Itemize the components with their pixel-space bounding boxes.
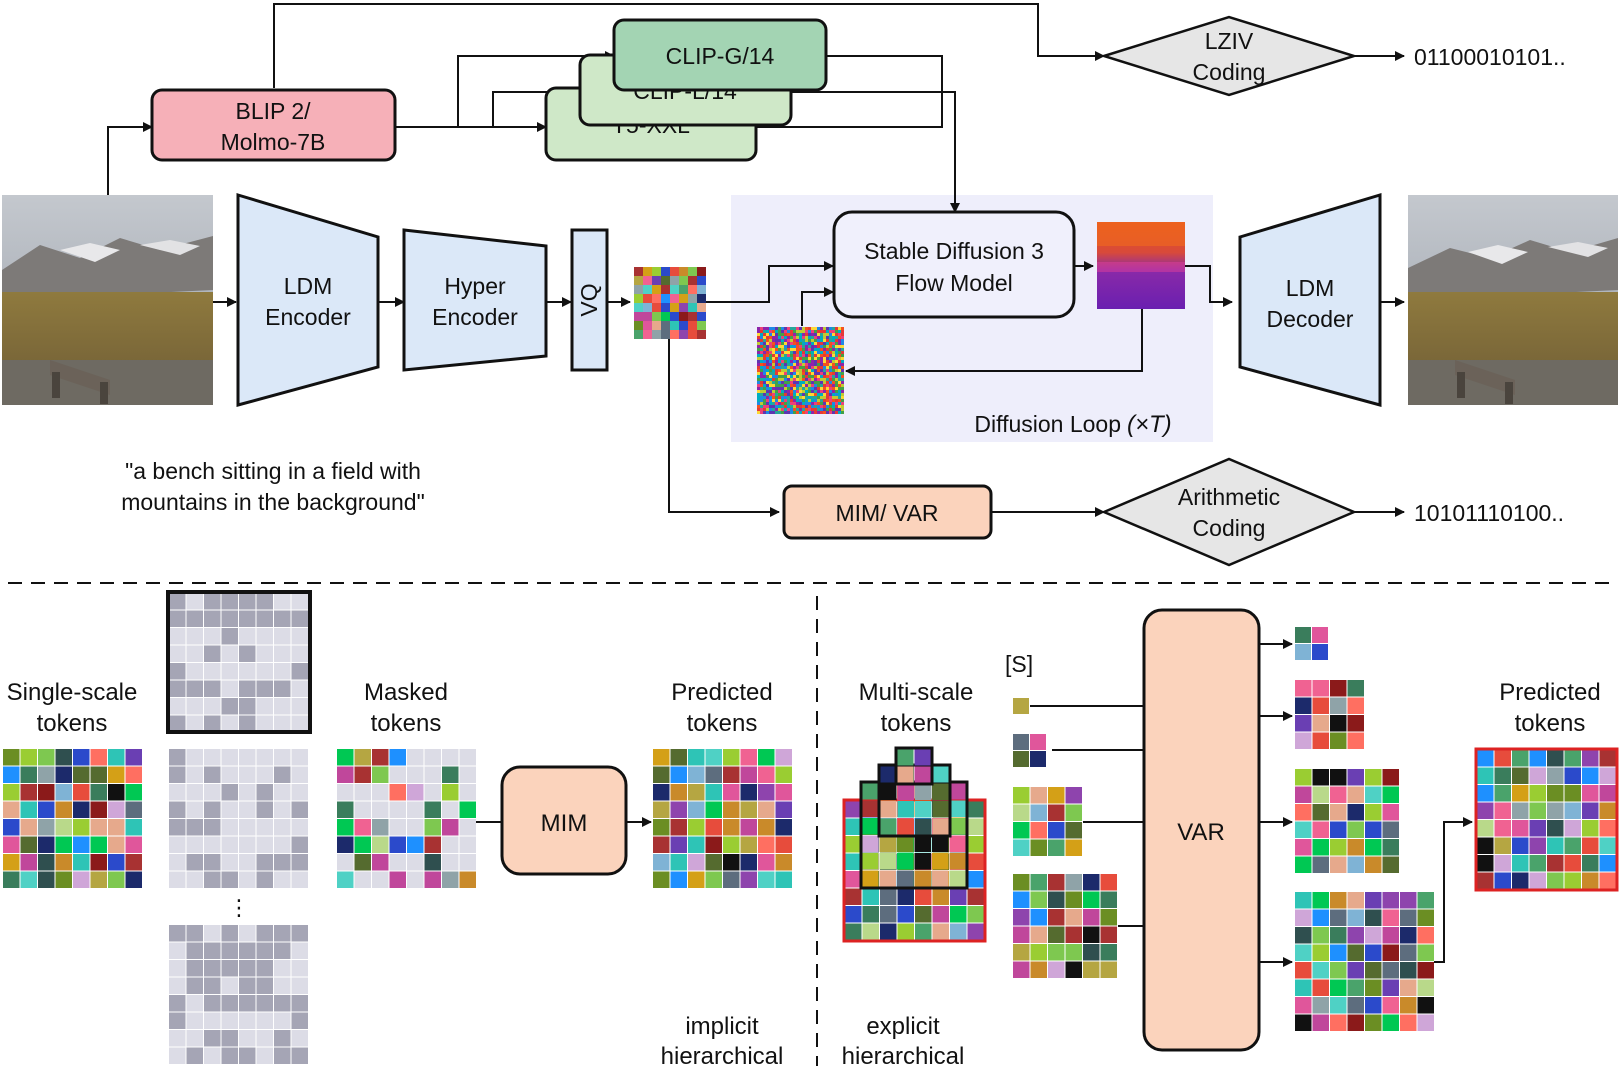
ellipsis: ⋮ xyxy=(228,895,250,920)
single-scale-label-1: Single-scale xyxy=(7,679,138,706)
mim-block: MIM xyxy=(500,765,628,876)
svg-text:VAR: VAR xyxy=(1177,819,1225,846)
denoised-latent-image xyxy=(1097,222,1185,309)
noise-image xyxy=(757,327,844,414)
predicted-left-label-1: Predicted xyxy=(671,679,772,706)
predicted-token-grid-left xyxy=(653,749,792,888)
mask-pattern-middle xyxy=(169,749,308,888)
multi-scale-token-pyramid xyxy=(842,746,987,943)
top-connectors xyxy=(107,3,1405,517)
lziv-bitstream: 01100010101.. xyxy=(1414,44,1566,70)
lziv-coding-diamond: LZIV Coding xyxy=(1099,15,1359,97)
var-block: VAR xyxy=(1142,608,1261,1052)
masked-label-1: Masked xyxy=(364,679,448,706)
implicit-label-1: implicit xyxy=(685,1013,759,1040)
svg-text:LDM: LDM xyxy=(1286,275,1335,301)
captioner-label-1: BLIP 2/ xyxy=(235,98,311,124)
masked-label-2: tokens xyxy=(371,710,442,737)
arithmetic-bitstream: 10101110100.. xyxy=(1414,500,1564,526)
svg-text:Coding: Coding xyxy=(1193,515,1266,541)
caption-line-1: "a bench sitting in a field with xyxy=(125,458,421,484)
svg-text:LDM: LDM xyxy=(284,273,333,299)
svg-text:Arithmetic: Arithmetic xyxy=(1178,484,1280,510)
svg-text:Encoder: Encoder xyxy=(265,304,351,330)
svg-text:Encoder: Encoder xyxy=(432,304,518,330)
svg-text:CLIP-G/14: CLIP-G/14 xyxy=(666,43,775,69)
captioner-label-2: Molmo-7B xyxy=(221,129,326,155)
mask-pattern-top xyxy=(169,593,308,732)
input-image xyxy=(2,195,213,405)
svg-text:Coding: Coding xyxy=(1193,59,1266,85)
sd3-flow-model-block: Stable Diffusion 3 Flow Model xyxy=(832,210,1076,319)
diffusion-loop-label: Diffusion Loop xyxy=(974,411,1121,437)
output-image xyxy=(1408,195,1618,405)
single-scale-label-2: tokens xyxy=(37,710,108,737)
var-input-connectors xyxy=(1030,705,1144,927)
predicted-right-label-1: Predicted xyxy=(1499,679,1600,706)
captioner-block: BLIP 2/ Molmo-7B xyxy=(150,88,397,162)
mim-var-block: MIM/ VAR xyxy=(782,484,993,540)
svg-text:Decoder: Decoder xyxy=(1267,306,1354,332)
var-input-token-maps xyxy=(1013,698,1117,978)
mask-pattern-bottom xyxy=(169,925,308,1064)
vq-token-grid xyxy=(634,267,706,339)
caption-line-2: mountains in the background" xyxy=(121,489,425,515)
diffusion-loop-math: (×T) xyxy=(1127,411,1172,438)
svg-text:Flow Model: Flow Model xyxy=(895,270,1013,296)
predicted-left-label-2: tokens xyxy=(687,710,758,737)
multi-scale-label-1: Multi-scale xyxy=(859,679,974,706)
ldm-encoder-block: LDM Encoder xyxy=(236,192,380,407)
svg-text:MIM: MIM xyxy=(541,810,588,837)
hyper-encoder-block: Hyper Encoder xyxy=(402,228,548,372)
clip-g-block: CLIP-G/14 xyxy=(612,18,828,92)
predicted-right-label-2: tokens xyxy=(1515,710,1586,737)
svg-text:VQ: VQ xyxy=(576,283,602,316)
arithmetic-coding-diamond: Arithmetic Coding xyxy=(1100,457,1358,567)
mask-pattern-highlight xyxy=(166,590,312,734)
single-scale-token-grid xyxy=(3,749,142,888)
svg-text:Hyper: Hyper xyxy=(444,273,506,299)
svg-text:MIM/ VAR: MIM/ VAR xyxy=(835,500,938,526)
implicit-label-2: hierarchical xyxy=(661,1043,784,1068)
vq-block: VQ xyxy=(570,228,609,372)
svg-text:Stable Diffusion 3: Stable Diffusion 3 xyxy=(864,238,1044,264)
svg-text:LZIV: LZIV xyxy=(1205,28,1254,54)
var-output-connectors xyxy=(1259,639,1473,967)
masked-token-grid xyxy=(337,749,476,888)
multi-scale-label-2: tokens xyxy=(881,710,952,737)
explicit-label-2: hierarchical xyxy=(842,1043,965,1068)
var-output-token-maps xyxy=(1295,627,1434,1031)
ldm-decoder-block: LDM Decoder xyxy=(1238,192,1382,407)
predicted-token-grid-right xyxy=(1474,747,1619,892)
start-token-label: [S] xyxy=(1005,651,1033,677)
explicit-label-1: explicit xyxy=(866,1013,940,1040)
